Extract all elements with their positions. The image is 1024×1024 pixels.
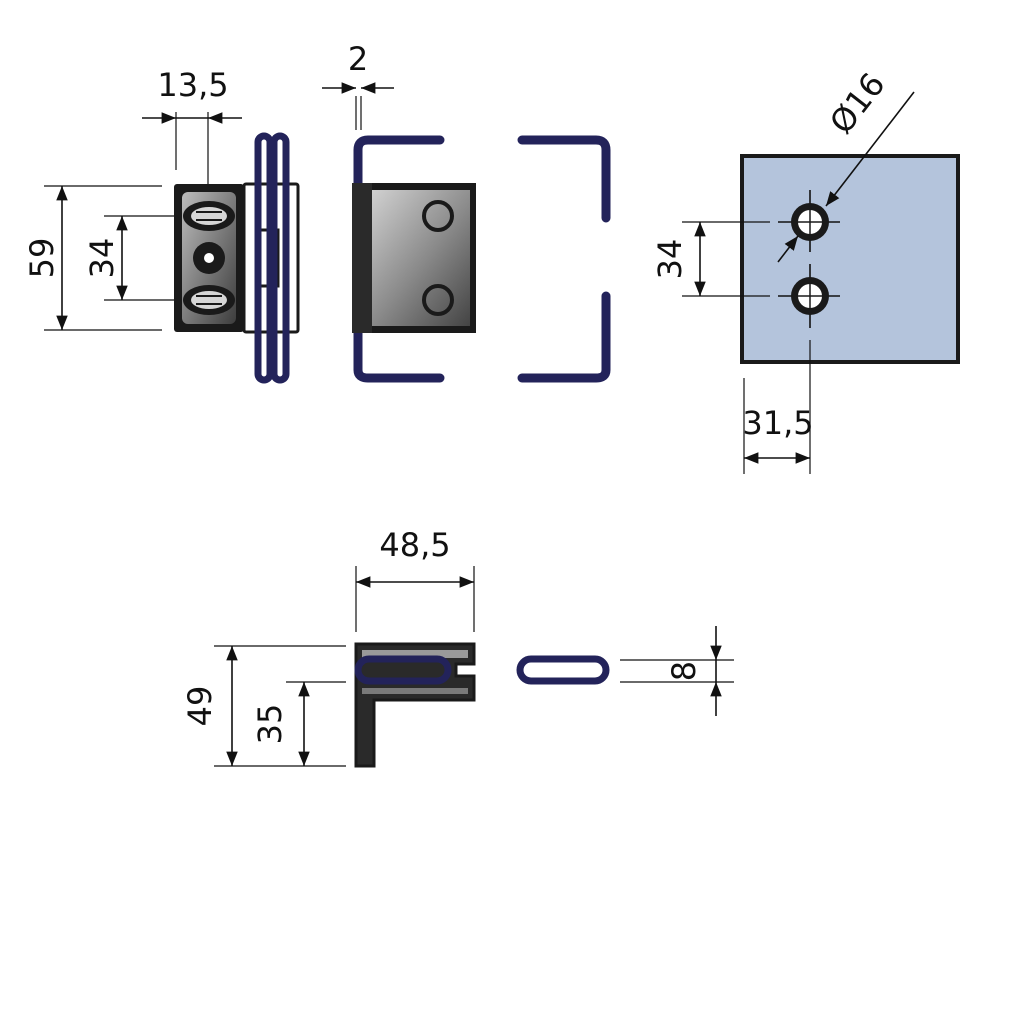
dim-49: 49	[181, 686, 219, 727]
dim-8: 8	[665, 661, 703, 681]
dim-48-5: 48,5	[379, 526, 450, 564]
dim-59: 59	[23, 238, 61, 279]
dim-13-5: 13,5	[157, 66, 228, 104]
dim-34-right: 34	[651, 239, 689, 280]
dim-31-5: 31,5	[742, 404, 813, 442]
dim-diameter-16: Ø16	[822, 66, 893, 141]
clamp-side-view: 2	[322, 40, 611, 383]
plate-view: Ø16 34 31,5	[651, 66, 960, 474]
clamp-section-view: 48,5 49 35 8	[181, 526, 734, 768]
dim-2: 2	[348, 40, 368, 78]
dim-35: 35	[251, 704, 289, 745]
clamp-front-view: 13,5 59 34	[23, 66, 300, 384]
dim-34-left: 34	[83, 238, 121, 279]
